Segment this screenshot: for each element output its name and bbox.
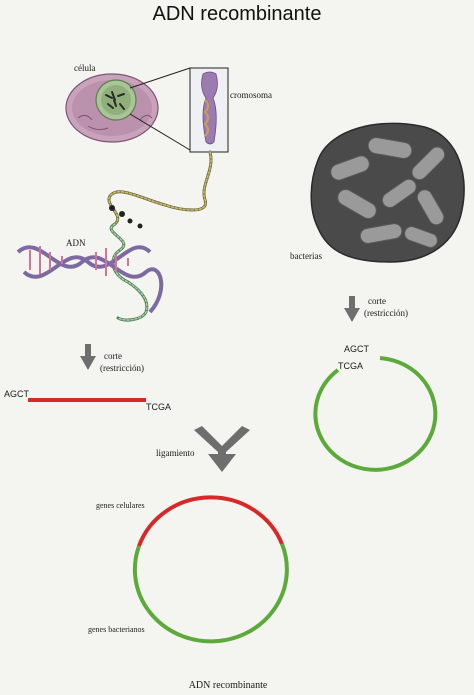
result-label: ADN recombinante [189, 680, 268, 691]
bacteria-illustration [310, 122, 465, 263]
dna-double-helix [16, 245, 164, 314]
cut-sublabel-left: (restricción) [100, 363, 144, 373]
ligation-label: ligamiento [156, 448, 195, 458]
sequence-right-bottom: TCGA [338, 361, 363, 371]
cell-genes-label: genes celulares [96, 501, 145, 510]
ligation-merge-arrow [194, 426, 250, 472]
bacterial-genes-label: genes bacterianos [88, 625, 145, 634]
bacteria-label: bacterias [290, 251, 322, 261]
cut-sublabel-right: (restricción) [364, 308, 408, 318]
chromatin-strand [107, 150, 213, 322]
cell-label: célula [74, 63, 96, 73]
cut-label-left: corte [104, 351, 122, 361]
cut-arrow-left [80, 344, 96, 370]
diagram-title: ADN recombinante [153, 3, 322, 25]
chromosome-label: cromosoma [230, 90, 272, 100]
cell-illustration [65, 73, 159, 143]
sequence-left-start: AGCT [4, 389, 30, 399]
chromosome-panel [189, 67, 229, 153]
recombinant-plasmid [132, 495, 289, 644]
open-plasmid-ring [313, 356, 438, 472]
sequence-right-top: AGCT [344, 344, 370, 354]
sequence-left-end: TCGA [146, 402, 171, 412]
cut-label-right: corte [368, 296, 386, 306]
dna-label: ADN [66, 238, 86, 248]
cut-arrow-right [344, 296, 360, 322]
zoom-line-bottom [129, 113, 191, 151]
zoom-line-top [129, 67, 191, 89]
